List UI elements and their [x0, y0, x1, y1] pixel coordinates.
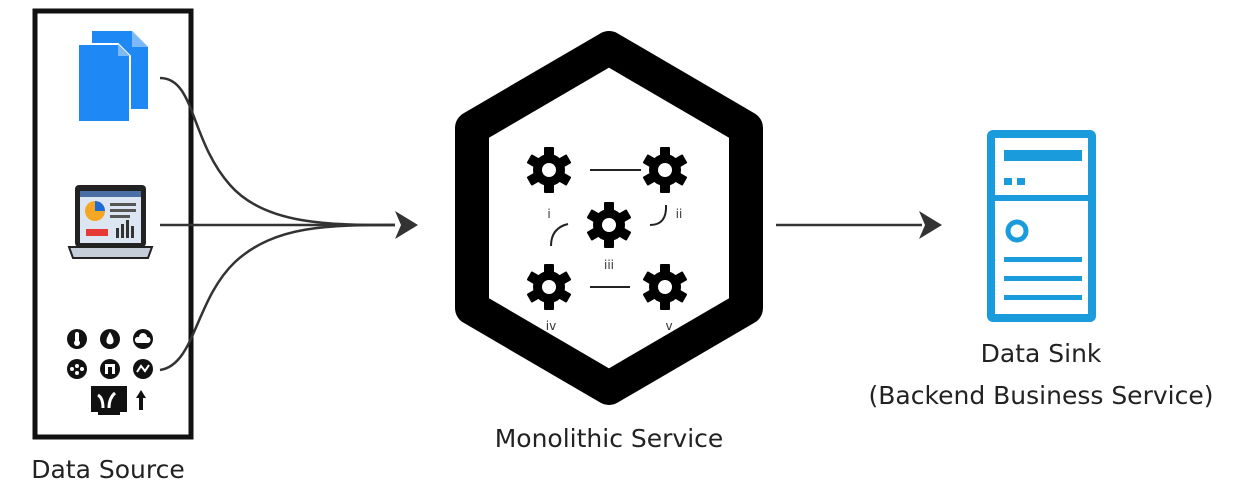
connector-documents	[159, 76, 396, 227]
connector-iot	[159, 223, 396, 372]
component-label-i: i	[547, 207, 550, 221]
data-sink-label: Data Sink	[981, 339, 1102, 368]
component-label-v: v	[665, 319, 672, 333]
data-sink-sublabel: (Backend Business Service)	[869, 381, 1214, 410]
server-icon	[987, 130, 1096, 322]
source-connectors	[159, 76, 396, 372]
iot-sensors-icon	[67, 329, 153, 415]
monolithic-service-label: Monolithic Service	[495, 424, 724, 453]
dashboard-laptop-icon	[67, 185, 154, 259]
arrow-to-sink	[919, 211, 942, 239]
documents-icon	[77, 31, 148, 123]
component-links	[550, 169, 668, 288]
arrow-to-service	[395, 211, 418, 239]
component-label-ii: ii	[676, 207, 683, 221]
data-source-label: Data Source	[31, 455, 185, 484]
link-ii-iii	[649, 204, 668, 226]
component-label-iii: iii	[604, 258, 614, 272]
link-iii-iv	[550, 223, 569, 247]
component-label-iv: iv	[546, 319, 556, 333]
